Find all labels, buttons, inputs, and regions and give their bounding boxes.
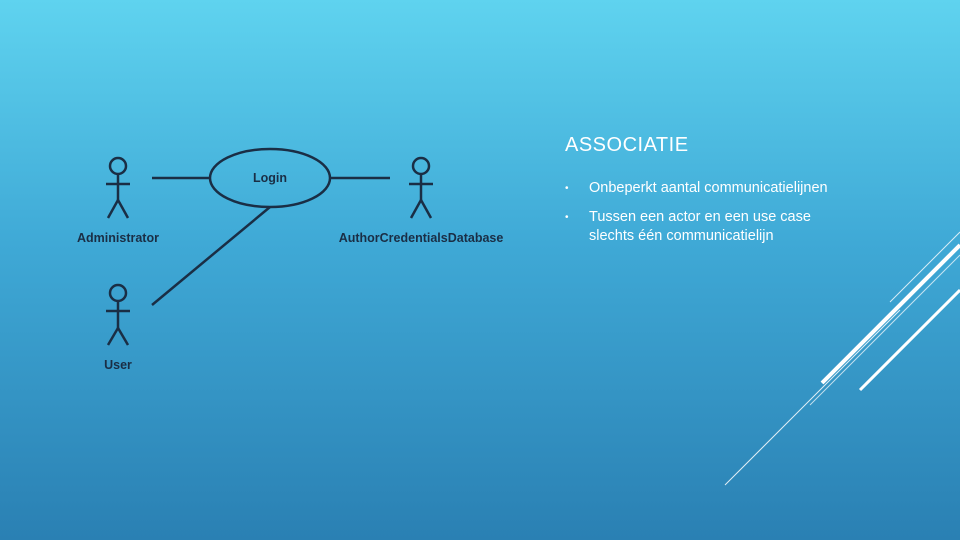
use-case-login-label: Login (253, 171, 287, 185)
bullet-text: Tussen een actor en een use case slechts… (589, 209, 811, 244)
bullet-icon: • (565, 183, 569, 194)
actor-user-label: User (104, 358, 132, 372)
actor-author-credentials-database (409, 156, 433, 219)
actor-author-credentials-database-label: AuthorCredentialsDatabase (339, 231, 504, 245)
use-case-diagram: Administrator AuthorCredentialsDatabase … (77, 147, 504, 372)
association-user-login (151, 206, 271, 306)
bullet-item: • Tussen een actor en een use case slech… (565, 208, 845, 246)
actor-user (106, 283, 130, 346)
actor-administrator-label: Administrator (77, 231, 159, 245)
slide-title: ASSOCIATIE (565, 134, 689, 156)
decorative-lines (724, 231, 960, 486)
bullet-list: • Onbeperkt aantal communicatielijnen • … (565, 179, 845, 256)
bullet-item: • Onbeperkt aantal communicatielijnen (565, 179, 845, 198)
actor-administrator (106, 156, 130, 219)
bullet-text: Onbeperkt aantal communicatielijnen (589, 180, 828, 196)
bullet-icon: • (565, 212, 569, 223)
